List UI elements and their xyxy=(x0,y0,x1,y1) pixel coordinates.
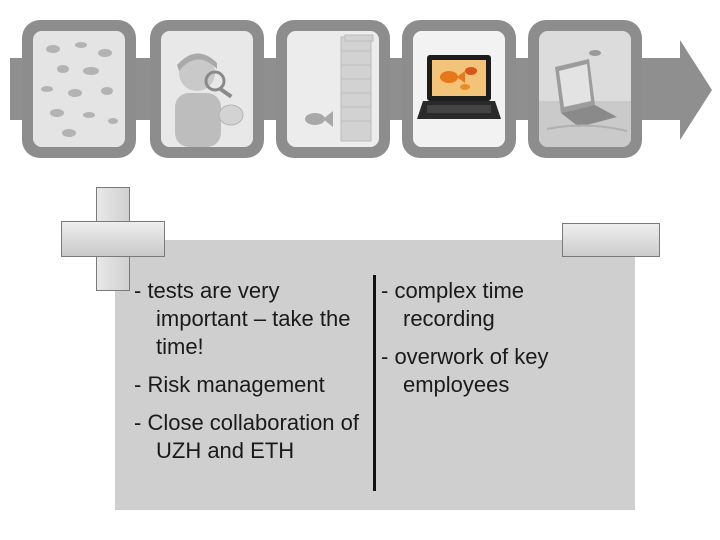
goldfish-school-icon xyxy=(33,31,125,147)
laptop-sea-icon xyxy=(539,31,631,147)
pros-item: - tests are very important – take the ti… xyxy=(134,278,351,359)
timeline-frame-4 xyxy=(402,20,516,158)
pros-item: - Risk management xyxy=(134,372,325,397)
timeline-frame-5 xyxy=(528,20,642,158)
pros-item: - Close collaboration of UZH and ETH xyxy=(134,410,360,463)
cons-list: - complex time recording - overwork of k… xyxy=(381,277,611,399)
papers-goldfish-icon xyxy=(287,31,379,147)
timeline-arrow-icon xyxy=(680,40,712,140)
laptop-goldfish-icon xyxy=(413,31,505,147)
timeline-frame-3 xyxy=(276,20,390,158)
plus-icon xyxy=(61,221,165,257)
cons-item: - complex time recording xyxy=(381,278,525,331)
timeline-frame-2 xyxy=(150,20,264,158)
column-divider xyxy=(373,275,376,491)
minus-icon xyxy=(562,223,660,257)
pros-list: - tests are very important – take the ti… xyxy=(134,277,370,465)
timeline-frame-1 xyxy=(22,20,136,158)
cons-item: - overwork of key employees xyxy=(381,344,549,397)
child-magnifier-icon xyxy=(161,31,253,147)
